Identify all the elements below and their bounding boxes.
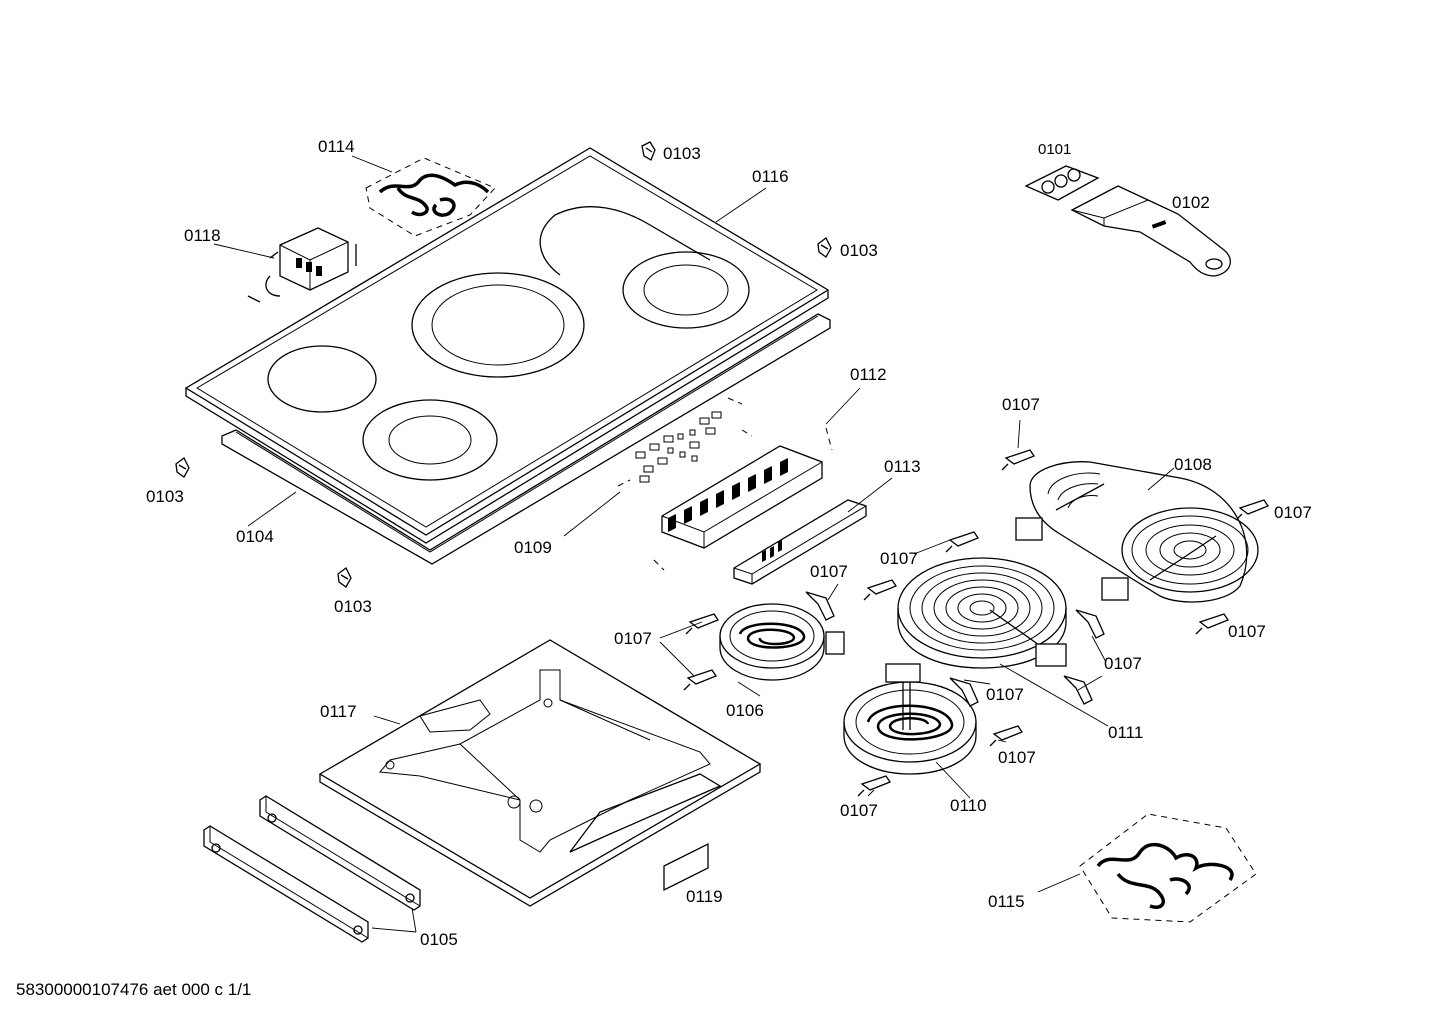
callout-0107: 0107 — [810, 562, 848, 581]
callout-0108: 0108 — [1174, 455, 1212, 474]
part-0113-board — [733, 499, 867, 585]
callout-0109: 0109 — [514, 538, 552, 557]
part-0108-dual-heater — [1015, 461, 1259, 603]
callout-0107: 0107 — [998, 748, 1036, 767]
callout-0103: 0103 — [334, 597, 372, 616]
callout-0111: 0111 — [1108, 723, 1143, 742]
part-0119-rating-plate — [663, 842, 709, 892]
callout-0107: 0107 — [1228, 622, 1266, 641]
callout-0112: 0112 — [850, 365, 887, 384]
callout-0105: 0105 — [420, 930, 458, 949]
callout-0107: 0107 — [880, 549, 918, 568]
callout-0107: 0107 — [986, 685, 1024, 704]
callout-0107: 0107 — [840, 801, 878, 820]
callout-0113: 0113 — [884, 457, 921, 476]
part-0116-glass-top — [184, 147, 830, 544]
callout-0115: 0115 — [988, 892, 1025, 911]
part-0102-scraper — [1070, 185, 1231, 277]
part-0115-wiring — [1079, 813, 1257, 923]
callout-0103: 0103 — [146, 487, 184, 506]
part-0101-label — [1024, 165, 1100, 201]
callout-0103: 0103 — [663, 144, 701, 163]
callout-0110: 0110 — [950, 796, 987, 815]
part-0114-wiring — [365, 157, 496, 237]
callout-0107: 0107 — [1002, 395, 1040, 414]
callout-0114: 0114 — [318, 137, 355, 156]
document-id-footer: 58300000107476 aet 000 c 1/1 — [16, 980, 252, 999]
callout-0103: 0103 — [840, 241, 878, 260]
callout-0118: 0118 — [184, 226, 221, 245]
callout-0107: 0107 — [614, 629, 652, 648]
callout-0107: 0107 — [1274, 503, 1312, 522]
part-0112-control-module — [617, 397, 833, 571]
callout-0117: 0117 — [320, 702, 357, 721]
callout-0104: 0104 — [236, 527, 274, 546]
part-0106-small-heater — [719, 603, 845, 681]
callout-0116: 0116 — [752, 167, 789, 186]
callout-0119: 0119 — [686, 887, 723, 906]
callout-0102: 0102 — [1172, 193, 1210, 212]
callout-labels: 0101 0102 0103 0103 0103 0103 0104 0105 … — [146, 137, 1312, 949]
part-0103-clip — [175, 141, 832, 588]
callout-0107: 0107 — [1104, 654, 1142, 673]
part-0111-large-heater — [897, 557, 1067, 669]
part-0107-clips — [683, 449, 1269, 797]
part-0105-brackets — [203, 795, 421, 943]
part-0110-medium-heater — [843, 663, 977, 775]
part-0117-bottom-tray — [318, 639, 762, 907]
callout-0101: 0101 — [1038, 141, 1071, 158]
leader-lines — [213, 155, 1175, 933]
part-0118-terminal-block — [247, 227, 357, 303]
part-0104-frame-seal — [221, 313, 831, 565]
callout-0106: 0106 — [726, 701, 764, 720]
